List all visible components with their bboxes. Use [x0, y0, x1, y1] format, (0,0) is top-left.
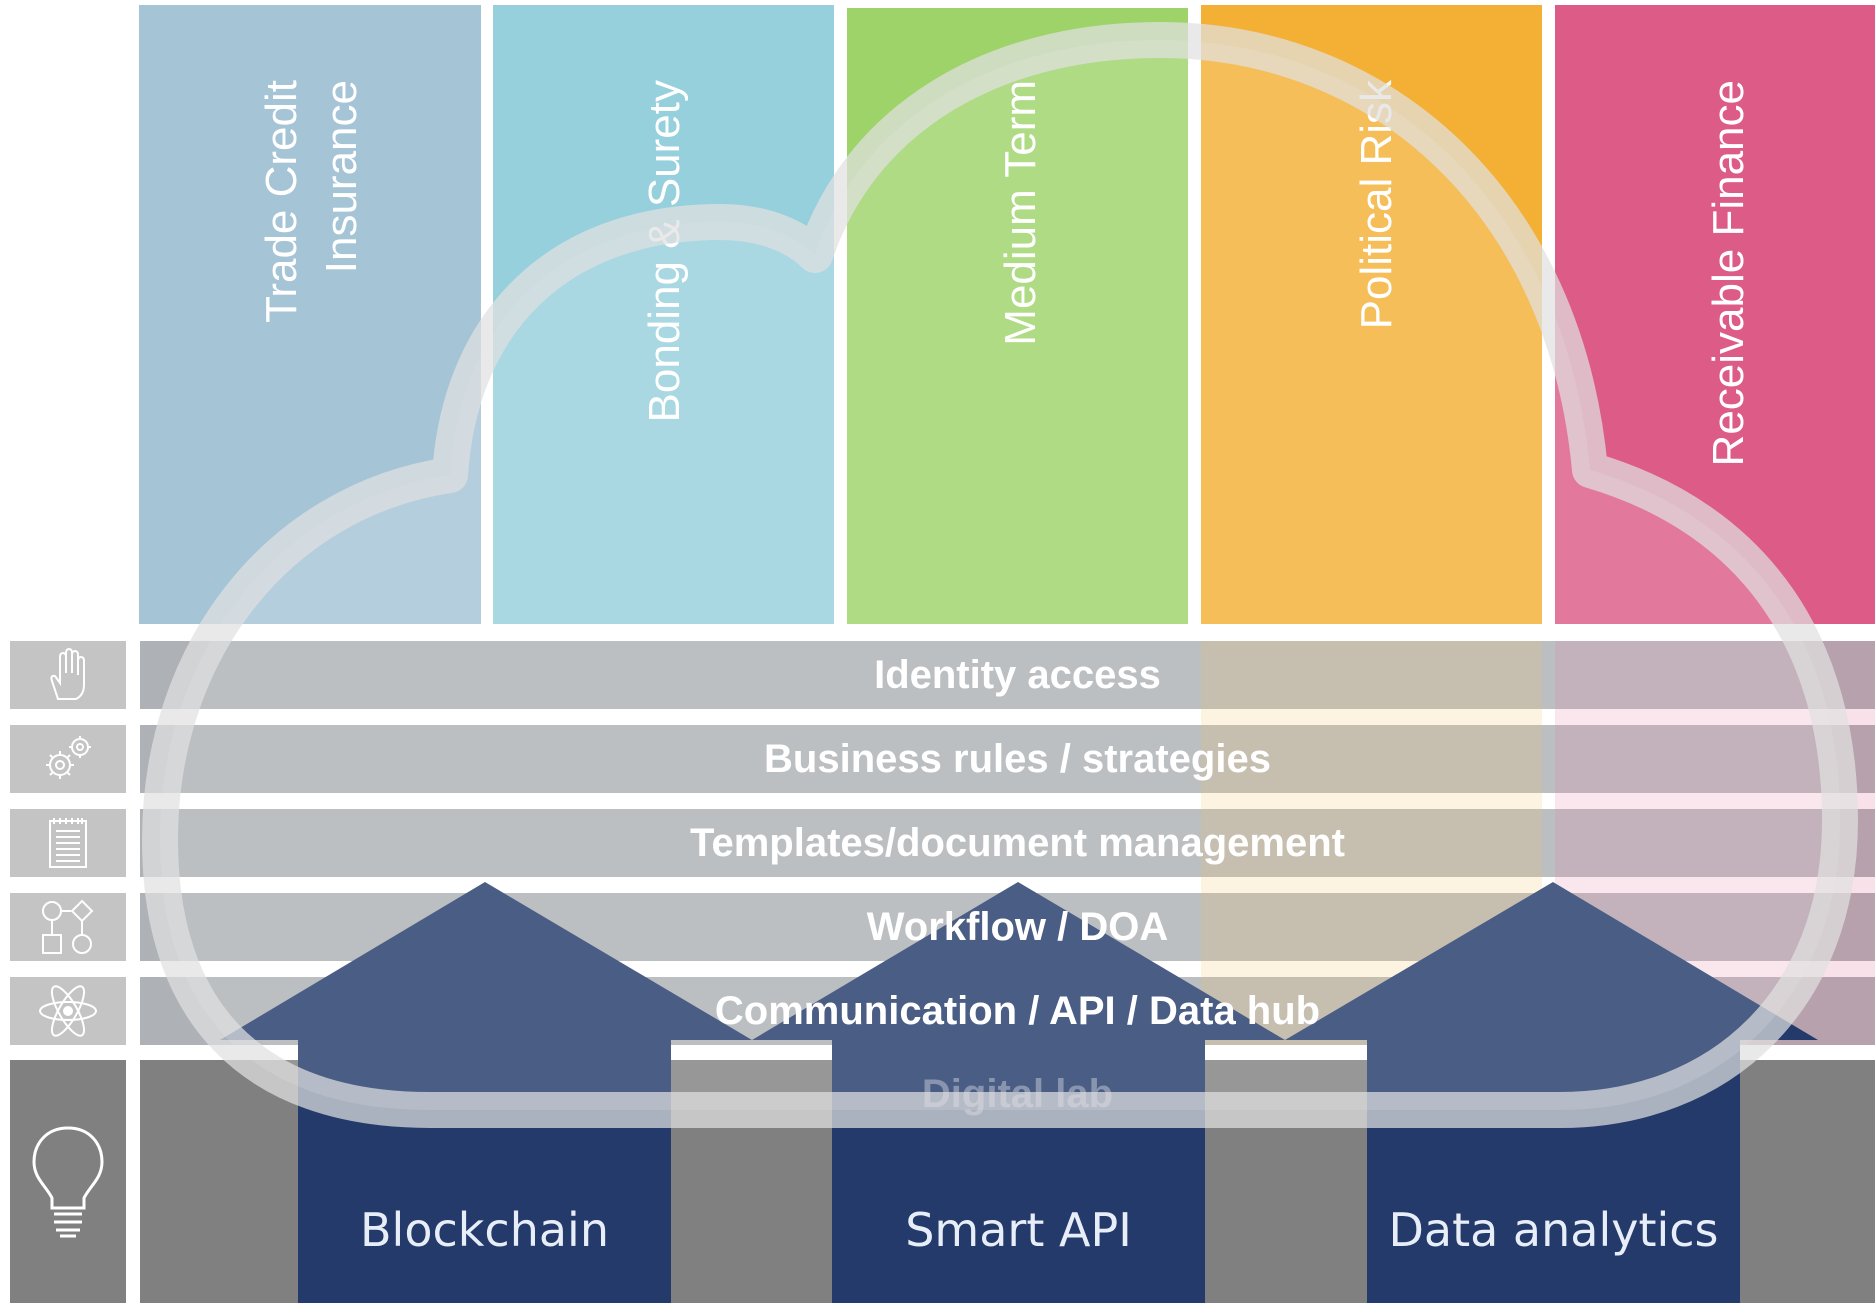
lightbulb-icon-box: [10, 1060, 126, 1303]
gears-icon: [46, 736, 91, 779]
pillar-label-data-analytics: Data analytics: [1388, 1203, 1719, 1257]
layer-label-identity-access: Identity access: [140, 641, 1875, 709]
column-label-bonding-surety: Bonding & Surety: [640, 80, 689, 422]
lightbulb-icon: [32, 1125, 104, 1237]
pillar-label-smart-api: Smart API: [905, 1203, 1132, 1257]
column-label-trade-credit-line2: Insurance: [317, 80, 366, 273]
layer-label-communication: Communication / API / Data hub: [140, 977, 1875, 1045]
column-label-receivable-finance: Receivable Finance: [1704, 80, 1753, 466]
notepad-icon-box: [10, 809, 126, 877]
notepad-icon: [49, 818, 87, 868]
flowchart-icon-box: [10, 893, 126, 961]
band-identity-access: [140, 641, 1875, 709]
column-label-medium-term: Medium Term: [996, 80, 1045, 346]
atom-icon: [39, 985, 97, 1037]
layer-label-business-rules: Business rules / strategies: [140, 725, 1875, 793]
band-business-rules: [140, 725, 1875, 793]
band-templates: [140, 809, 1875, 877]
hand-icon-box: [10, 641, 126, 709]
flowchart-icon: [42, 899, 94, 954]
gears-icon-box: [10, 725, 126, 793]
cloud-shape: [142, 22, 1858, 1128]
atom-icon-box: [10, 977, 126, 1045]
column-bonding-surety: [493, 5, 834, 624]
column-label-trade-credit-line1: Trade Credit: [257, 80, 306, 323]
hand-icon: [50, 647, 85, 700]
pillar-label-blockchain: Blockchain: [360, 1203, 609, 1257]
layer-label-workflow: Workflow / DOA: [140, 893, 1875, 961]
layer-label-templates: Templates/document management: [140, 809, 1875, 877]
